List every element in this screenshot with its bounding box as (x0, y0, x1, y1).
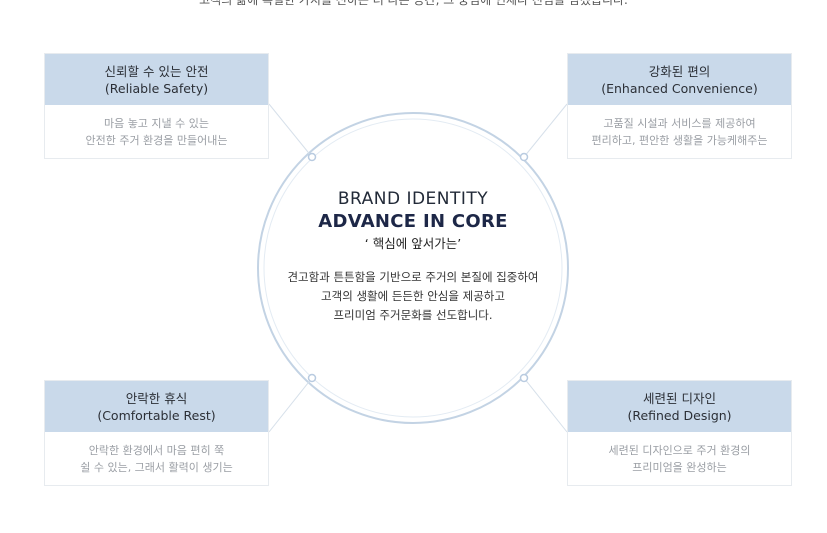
card-line: 프리미엄을 완성하는 (632, 461, 727, 474)
card-refined-design: 세련된 디자인 (Refined Design) 세련된 디자인으로 주거 환경… (567, 380, 792, 486)
card-line: 쉴 수 있는, 그래서 활력이 생기는 (80, 461, 233, 474)
brand-label: BRAND IDENTITY (337, 188, 489, 209)
brand-tagline: ‘ 핵심에 앞서가는’ (364, 235, 462, 251)
card-enhanced-convenience: 강화된 편의 (Enhanced Convenience) 고품질 시설과 서비… (567, 53, 792, 159)
node-top-right (519, 152, 529, 162)
card-body: 마음 놓고 지낼 수 있는 안전한 주거 환경을 만들어내는 (45, 105, 268, 159)
card-line: 세련된 디자인으로 주거 환경의 (608, 444, 751, 457)
card-comfortable-rest: 안락한 휴식 (Comfortable Rest) 안락한 환경에서 마음 편히… (44, 380, 269, 486)
card-body: 세련된 디자인으로 주거 환경의 프리미엄을 완성하는 (568, 432, 791, 486)
inner-circle (263, 118, 563, 418)
outer-circle (257, 112, 569, 424)
connector-bottom-right (523, 377, 568, 433)
card-line: 편리하고, 편안한 생활을 가능케해주는 (591, 134, 768, 147)
card-reliable-safety: 신뢰할 수 있는 안전 (Reliable Safety) 마음 놓고 지낼 수… (44, 53, 269, 159)
connector-top-right (523, 103, 568, 158)
card-body: 안락한 환경에서 마음 편히 쭉 쉴 수 있는, 그래서 활력이 생기는 (45, 432, 268, 486)
card-line: 마음 놓고 지낼 수 있는 (103, 117, 210, 130)
card-title: 신뢰할 수 있는 안전 (104, 63, 209, 79)
card-header: 세련된 디자인 (Refined Design) (568, 381, 791, 432)
card-subtitle: (Reliable Safety) (104, 80, 209, 96)
brand-description-line: 고객의 생활에 든든한 안심을 제공하고 (321, 288, 505, 303)
card-title: 안락한 휴식 (125, 390, 188, 406)
card-line: 안전한 주거 환경을 만들어내는 (85, 134, 228, 147)
card-line: 고품질 시설과 서비스를 제공하여 (603, 117, 756, 130)
brand-headline: ADVANCE IN CORE (318, 210, 508, 232)
card-title: 강화된 편의 (648, 63, 711, 79)
card-subtitle: (Comfortable Rest) (97, 407, 216, 423)
card-subtitle: (Enhanced Convenience) (601, 80, 758, 96)
card-subtitle: (Refined Design) (627, 407, 732, 423)
connector-top-left (268, 103, 313, 158)
card-line: 안락한 환경에서 마음 편히 쭉 (88, 444, 225, 457)
node-bottom-right (519, 373, 529, 383)
card-header: 신뢰할 수 있는 안전 (Reliable Safety) (45, 54, 268, 105)
node-top-left (307, 152, 317, 162)
brand-description-line: 프리미엄 주거문화를 선도합니다. (333, 307, 493, 322)
card-header: 강화된 편의 (Enhanced Convenience) (568, 54, 791, 105)
card-title: 세련된 디자인 (643, 390, 716, 406)
brand-identity-circle: BRAND IDENTITY ADVANCE IN CORE ‘ 핵심에 앞서가… (262, 108, 564, 410)
brand-description-line: 견고함과 튼튼함을 기반으로 주거의 본질에 집중하여 (287, 269, 539, 284)
top-intro-text: 고객의 삶에 특별한 가치를 전하는 더 나은 공간, 그 중심에 언제나 진심… (199, 0, 628, 7)
connector-bottom-left (268, 377, 313, 433)
card-header: 안락한 휴식 (Comfortable Rest) (45, 381, 268, 432)
card-body: 고품질 시설과 서비스를 제공하여 편리하고, 편안한 생활을 가능케해주는 (568, 105, 791, 159)
node-bottom-left (307, 373, 317, 383)
